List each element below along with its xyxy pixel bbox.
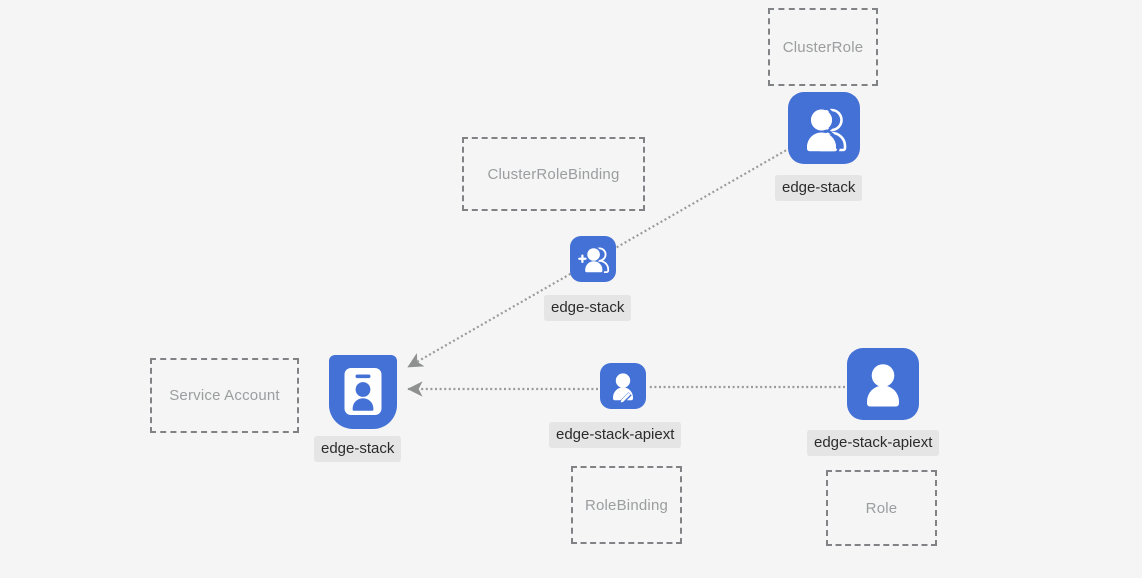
node-label-clusterrolebinding: edge-stack xyxy=(544,295,632,321)
group-box-rolebinding[interactable]: RoleBinding xyxy=(571,466,682,544)
node-label-serviceaccount: edge-stack xyxy=(314,436,402,462)
people-group-icon[interactable] xyxy=(788,92,860,164)
group-box-role[interactable]: Role xyxy=(826,470,937,546)
group-box-clusterrole[interactable]: ClusterRole xyxy=(768,8,878,86)
group-label-role: Role xyxy=(865,499,898,517)
group-label-serviceaccount: Service Account xyxy=(169,387,280,404)
group-label-clusterrole: ClusterRole xyxy=(782,38,864,56)
group-box-serviceaccount[interactable]: Service Account xyxy=(150,358,299,433)
person-icon[interactable] xyxy=(847,348,919,420)
group-box-clusterrolebinding[interactable]: ClusterRoleBinding xyxy=(462,137,645,211)
person-edit-icon[interactable] xyxy=(600,363,646,409)
node-label-clusterrole: edge-stack xyxy=(775,175,863,201)
id-badge-icon[interactable] xyxy=(329,355,397,429)
node-label-rolebinding: edge-stack-apiext xyxy=(549,422,682,448)
node-label-role: edge-stack-apiext xyxy=(807,430,940,456)
group-label-clusterrolebinding: ClusterRoleBinding xyxy=(487,165,620,183)
person-add-icon[interactable] xyxy=(570,236,616,282)
group-label-rolebinding: RoleBinding xyxy=(584,496,669,514)
